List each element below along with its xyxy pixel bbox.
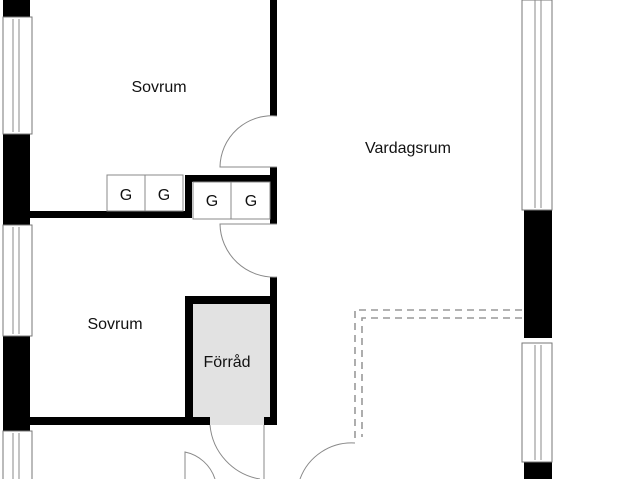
dashed-outline bbox=[354, 309, 522, 443]
left-exterior-wall bbox=[3, 0, 30, 431]
wardrobe-label: G bbox=[158, 187, 170, 204]
right-exterior-wall bbox=[524, 210, 552, 479]
right-windows bbox=[521, 0, 553, 463]
left-windows bbox=[2, 16, 33, 479]
storage-room bbox=[185, 296, 277, 425]
door-swings bbox=[184, 115, 356, 479]
wardrobe-label: G bbox=[206, 193, 218, 210]
wardrobes: G G G G bbox=[106, 174, 271, 220]
wardrobe-label: G bbox=[120, 187, 132, 204]
wardrobe-label: G bbox=[245, 193, 257, 210]
room-label-bedroom-top: Sovrum bbox=[131, 79, 186, 96]
room-label-living-room: Vardagsrum bbox=[365, 140, 451, 157]
room-label-bedroom-bottom: Sovrum bbox=[87, 316, 142, 333]
room-label-storage: Förråd bbox=[203, 353, 250, 371]
